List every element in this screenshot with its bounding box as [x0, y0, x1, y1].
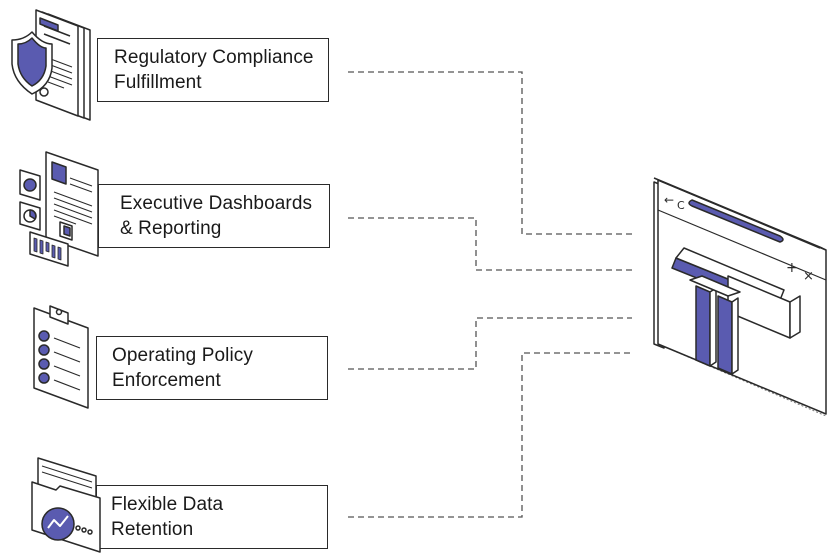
feature-label-dashboards: Executive Dashboards & Reporting — [120, 193, 313, 239]
browser-newtab-icon: + — [786, 260, 798, 276]
connector-policy — [348, 317, 632, 370]
connector-compliance — [348, 71, 632, 235]
feature-box-policy: Operating Policy Enforcement — [96, 336, 328, 400]
browser-close-icon: × — [803, 269, 814, 284]
clipboard-checklist-icon — [33, 305, 89, 409]
connector-retention — [348, 352, 632, 518]
dashboard-report-icon — [19, 151, 99, 267]
connector-dashboards — [348, 217, 632, 271]
browser-window-logo-icon: ← C + × — [653, 177, 827, 417]
feature-box-compliance: Regulatory Compliance Fulfillment — [97, 38, 329, 102]
data-folder-icon — [31, 457, 101, 553]
feature-box-dashboards: Executive Dashboards & Reporting — [98, 184, 330, 248]
feature-label-policy: Operating Policy Enforcement — [112, 345, 254, 391]
feature-box-retention: Flexible Data Retention — [96, 485, 328, 549]
browser-reload-icon: C — [677, 199, 685, 212]
feature-label-compliance: Regulatory Compliance Fulfillment — [114, 47, 314, 93]
browser-back-icon: ← — [664, 193, 674, 207]
feature-label-retention: Flexible Data Retention — [111, 494, 224, 540]
compliance-documents-icon — [11, 9, 91, 121]
